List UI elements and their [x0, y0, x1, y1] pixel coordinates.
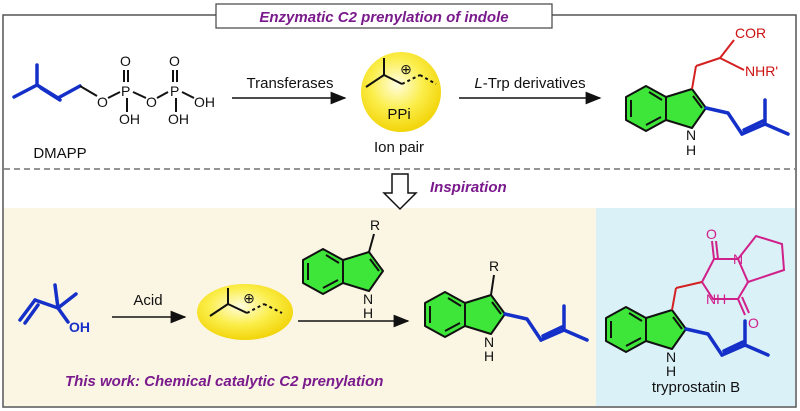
atom-o: O	[169, 53, 180, 69]
cor-group: COR	[735, 25, 766, 41]
atom-r: R	[489, 258, 499, 274]
arrow1-label: Transferases	[247, 75, 334, 92]
atom-n: N	[484, 334, 494, 350]
ion-pair-bottom: ⊕	[197, 284, 293, 340]
atom-o: O	[748, 315, 759, 331]
carbocation-ball	[361, 52, 441, 132]
atom-n: N	[686, 127, 696, 143]
nhr-group: NHR'	[745, 63, 778, 79]
ion-pair-top: ⊕ PPi	[361, 52, 441, 132]
atom-o: O	[97, 94, 108, 110]
atom-h: H	[363, 305, 373, 321]
atom-p: P	[170, 83, 179, 99]
atom-o: O	[120, 53, 131, 69]
inspiration-arrow	[382, 173, 418, 211]
atom-nh: NH	[706, 291, 726, 307]
tryprostatin-structure: N H O N NH O	[605, 226, 786, 379]
atom-n: N	[733, 251, 743, 267]
ppi-label: PPi	[387, 106, 410, 123]
dmapp-structure: O P O OH O P O OH OH	[12, 53, 215, 127]
atom-r: R	[370, 217, 380, 233]
bottom-right-panel	[596, 208, 795, 406]
hydroxyl-label: OH	[69, 319, 90, 335]
atom-n: N	[363, 291, 373, 307]
atom-p: P	[121, 83, 130, 99]
atom-h: H	[686, 142, 696, 158]
atom-n: N	[666, 349, 676, 365]
atom-oh: OH	[119, 111, 140, 127]
atom-oh: OH	[168, 111, 189, 127]
dmapp-label: DMAPP	[33, 145, 86, 162]
inspiration-label: Inspiration	[430, 179, 507, 196]
atom-h: H	[484, 348, 494, 364]
ion-pair-label: Ion pair	[374, 139, 424, 156]
atom-oh: OH	[194, 94, 215, 110]
prenyl-indole-product-structure: R N H	[424, 258, 589, 364]
title-box	[215, 3, 553, 29]
arrow2-label: L-Trp derivatives	[474, 75, 585, 92]
atom-h: H	[666, 363, 676, 379]
positive-charge: ⊕	[243, 290, 255, 306]
alcohol-structure	[18, 283, 78, 325]
this-work-label: This work: Chemical catalytic C2 prenyla…	[65, 373, 383, 390]
tryprostatin-label: tryprostatin B	[652, 379, 740, 396]
positive-charge: ⊕	[400, 61, 412, 77]
indole-reagent-structure: R N H	[302, 217, 384, 321]
acid-label: Acid	[133, 292, 162, 309]
atom-o: O	[706, 226, 717, 242]
atom-o: O	[146, 94, 157, 110]
trp-product-structure: N H COR NHR'	[625, 25, 790, 158]
page-title: Enzymatic C2 prenylation of indole	[259, 9, 508, 26]
